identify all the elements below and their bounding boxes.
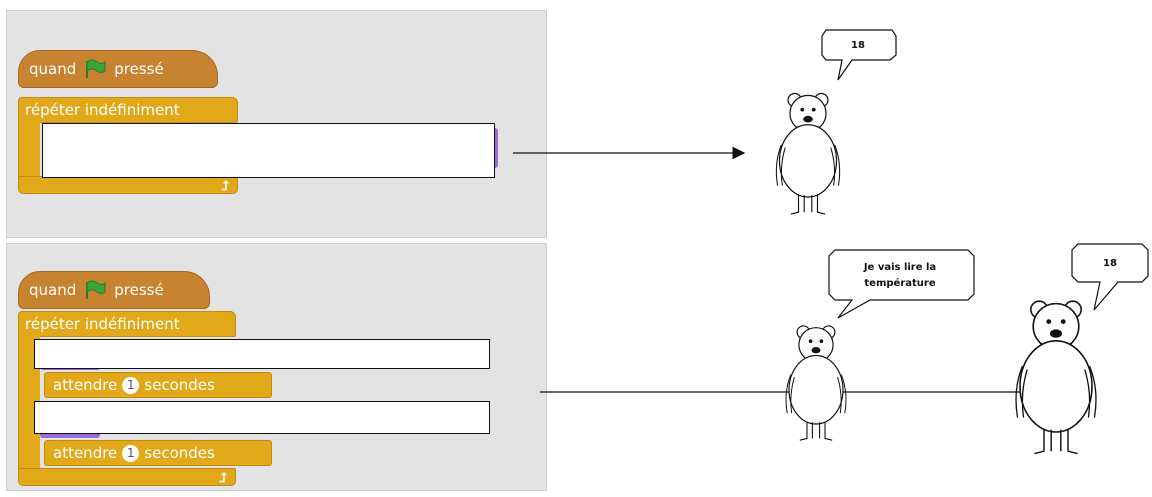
wait-seconds-block[interactable]: attendre 1 secondes xyxy=(44,440,272,466)
wait-suffix: secondes xyxy=(144,444,215,462)
green-flag-icon xyxy=(86,280,106,299)
answer-box-2[interactable] xyxy=(34,401,490,434)
wait-seconds-block[interactable]: attendre 1 secondes xyxy=(44,372,272,398)
wait-prefix: attendre xyxy=(53,376,118,394)
bear-top xyxy=(775,92,841,215)
bubble-bottom-right-text: 18 xyxy=(1103,258,1117,269)
forever-loop-foot: ⮥ xyxy=(18,468,236,486)
hat-suffix: pressé xyxy=(114,60,164,78)
hat-suffix: pressé xyxy=(114,281,164,299)
bear-bottom-right xyxy=(1015,300,1097,455)
loop-arrow-icon: ⮥ xyxy=(221,179,229,194)
answer-box-1[interactable] xyxy=(34,339,490,369)
wait-seconds-input[interactable]: 1 xyxy=(122,376,140,394)
forever-loop-block[interactable]: répéter indéfiniment xyxy=(18,97,238,123)
loop-arrow-icon: ⮥ xyxy=(219,471,227,486)
loop-label: répéter indéfiniment xyxy=(25,315,180,333)
forever-loop-arm xyxy=(18,336,40,470)
when-flag-clicked-block[interactable]: quand pressé xyxy=(18,50,218,88)
hat-prefix: quand xyxy=(29,281,77,299)
speech-bubble-bottom-right: 18 xyxy=(1071,243,1149,311)
hat-prefix: quand xyxy=(29,60,77,78)
wait-suffix: secondes xyxy=(144,376,215,394)
forever-loop-arm xyxy=(18,122,40,178)
loop-label: répéter indéfiniment xyxy=(25,101,180,119)
bear-bottom-left xyxy=(785,325,847,441)
bubble-bottom-left-line2: température xyxy=(864,277,935,289)
answer-box-top[interactable] xyxy=(42,123,495,178)
wait-seconds-input[interactable]: 1 xyxy=(122,444,140,462)
forever-loop-block[interactable]: répéter indéfiniment xyxy=(18,311,236,337)
green-flag-icon xyxy=(86,59,106,78)
wait-prefix: attendre xyxy=(53,444,118,462)
bubble-top-text: 18 xyxy=(851,40,865,51)
speech-bubble-bottom-left: Je vais lire la température xyxy=(828,249,975,319)
bubble-bottom-left-line1: Je vais lire la xyxy=(863,262,936,273)
speech-bubble-top: 18 xyxy=(821,29,897,81)
